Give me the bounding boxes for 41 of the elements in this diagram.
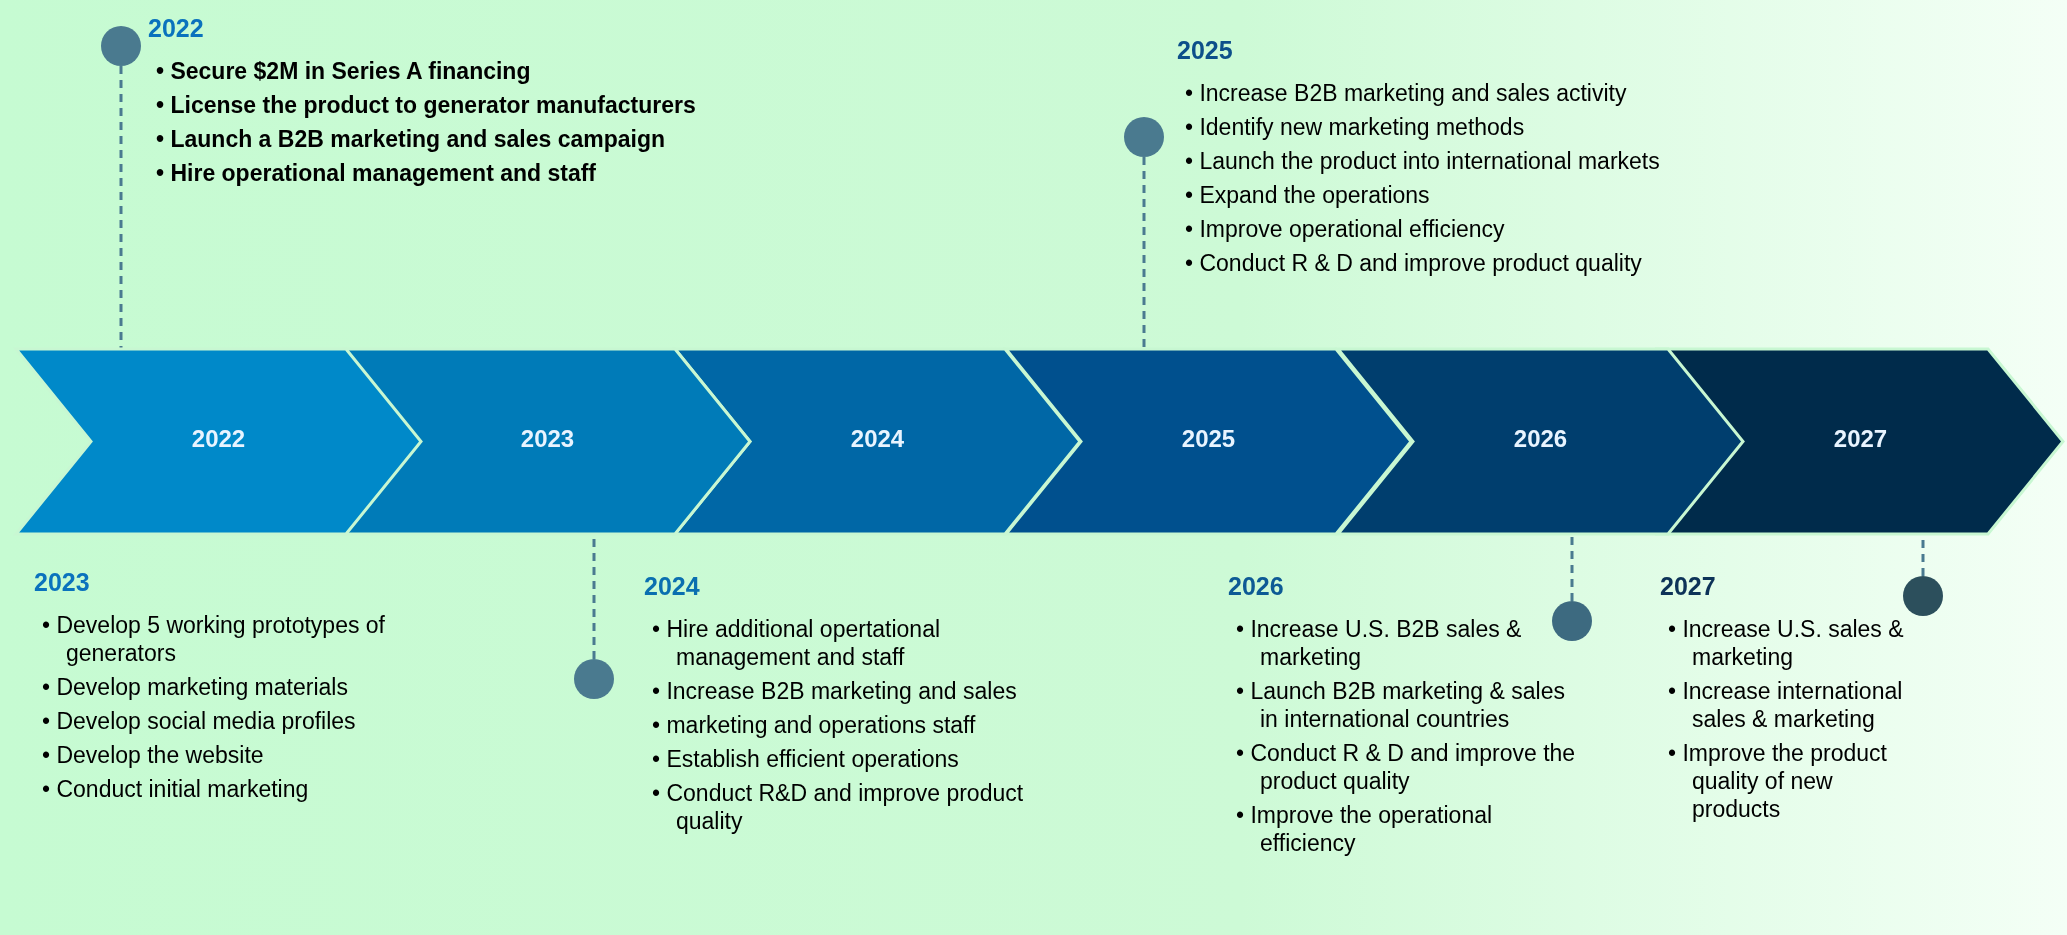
- timeline-marker: [1903, 576, 1943, 616]
- bullet-item: • Conduct initial marketing: [42, 775, 310, 803]
- bullet-item: • Secure $2M in Series A financing: [156, 57, 532, 85]
- year-heading: 2027: [1660, 572, 1716, 601]
- bullet-item: • Launch the product into international markets: [1185, 147, 1661, 175]
- bullet-item: • Launch B2B marketing & sales in international countries: [1236, 677, 1566, 733]
- year-heading: 2026: [1228, 572, 1284, 601]
- bullet-item: • Conduct R&D and improve product quality: [652, 779, 1025, 835]
- timeline-marker: [574, 659, 614, 699]
- year-heading: 2025: [1177, 36, 1233, 65]
- bullet-item: • marketing and operations staff: [652, 711, 977, 739]
- bullet-item: • Develop marketing materials: [42, 673, 349, 701]
- bullet-item: • Launch a B2B marketing and sales campaign: [156, 125, 667, 153]
- bullet-item: • Increase U.S. sales & marketing: [1668, 615, 1905, 671]
- year-heading: 2022: [148, 14, 204, 43]
- bullet-item: • Hire additional opertational management and staff: [652, 615, 942, 671]
- bullet-item: • Conduct R & D and improve the product quality: [1236, 739, 1577, 795]
- year-heading: 2023: [34, 568, 90, 597]
- year-heading: 2024: [644, 572, 700, 601]
- leader-line: [1570, 534, 1574, 601]
- bullet-item: • Improve the operational efficiency: [1236, 801, 1494, 857]
- bullet-item: • Develop the website: [42, 741, 265, 769]
- bullet-item: • Improve operational efficiency: [1185, 215, 1506, 243]
- timeline-marker: [1552, 601, 1592, 641]
- timeline-marker: [101, 26, 141, 66]
- bullet-item: • Improve the product quality of new products: [1668, 739, 1888, 823]
- bullet-item: • Hire operational management and staff: [156, 159, 598, 187]
- bullet-item: • Increase U.S. B2B sales & marketing: [1236, 615, 1523, 671]
- leader-line: [119, 66, 123, 349]
- leader-line: [1142, 157, 1146, 349]
- bullet-item: • Develop 5 working prototypes of generators: [42, 611, 386, 667]
- bullet-item: • Conduct R & D and improve product quality: [1185, 249, 1643, 277]
- bullet-item: • Expand the operations: [1185, 181, 1431, 209]
- bullet-item: • Increase B2B marketing and sales: [652, 677, 1018, 705]
- bullet-item: • Establish efficient operations: [652, 745, 960, 773]
- timeline-marker: [1124, 117, 1164, 157]
- bullet-item: • License the product to generator manufacturers: [156, 91, 697, 119]
- bullet-item: • Increase international sales & marketing: [1668, 677, 1904, 733]
- bullet-item: • Increase B2B marketing and sales activity: [1185, 79, 1628, 107]
- bullet-item: • Identify new marketing methods: [1185, 113, 1526, 141]
- bullet-item: • Develop social media profiles: [42, 707, 357, 735]
